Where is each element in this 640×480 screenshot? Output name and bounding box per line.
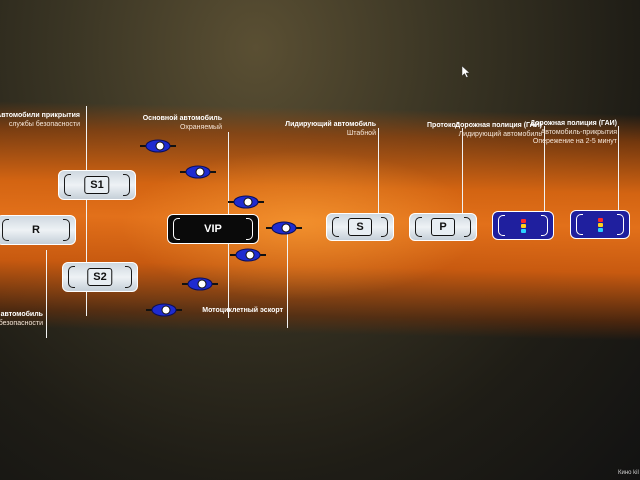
motorcycle-icon [266, 221, 302, 235]
label-protocol-title: Протокол [427, 122, 460, 129]
car-r: R [0, 215, 76, 245]
mouse-cursor-icon [462, 66, 470, 78]
label-cover-subtitle: службы безопасности [8, 121, 80, 128]
motorcycle-icon [140, 139, 176, 153]
label-police-warn-title: Дорожная полиция (ГАИ) [530, 120, 617, 127]
label-police-warn: Дорожная полиция (ГАИ) Автомобиль-прикры… [530, 119, 617, 146]
label-escort-title: Мотоциклетный эскорт [202, 307, 283, 314]
label-main-subtitle: Охраняемый [180, 124, 222, 131]
motorcycle-icon [230, 248, 266, 262]
divider-line-rear [46, 250, 47, 338]
car-s2-label: S2 [87, 268, 113, 286]
divider-line-police-lead [544, 126, 545, 214]
divider-line-escort [287, 232, 288, 328]
car-s1-label: S1 [84, 176, 110, 194]
divider-line-cover [86, 106, 87, 316]
car-police-lead [492, 211, 554, 240]
label-lead-subtitle: Штабной [346, 130, 376, 137]
label-police-lead-title: Дорожная полиция (ГАИ) [455, 122, 542, 129]
car-r-label: R [32, 224, 40, 236]
police-light-icon [516, 218, 530, 233]
car-vip-label: VIP [204, 223, 222, 235]
divider-line-lead [378, 128, 379, 214]
label-cover-title: Автомобили прикрытия [0, 112, 80, 119]
motorcycle-icon [146, 303, 182, 317]
car-s1: S1 [58, 170, 136, 200]
car-p: P [409, 213, 477, 241]
car-s-label: S [348, 218, 372, 236]
label-police-lead: Дорожная полиция (ГАИ) Лидирующий автомо… [455, 121, 542, 139]
label-rear-car: автомобиль безопасности [0, 310, 43, 328]
label-protocol: Протокол [427, 121, 460, 130]
car-s: S [326, 213, 394, 241]
label-rear-subtitle: безопасности [0, 320, 43, 327]
label-main-car: Основной автомобиль Охраняемый [143, 114, 222, 132]
label-police-lead-subtitle: Лидирующий автомобиль [458, 131, 542, 138]
car-vip: VIP [167, 214, 259, 244]
motorcycle-icon [180, 165, 216, 179]
divider-line-police-warn [618, 126, 619, 214]
divider-line-protocol [462, 128, 463, 214]
label-police-warn-subtitle2: Опережение на 2-5 минут [532, 138, 617, 145]
car-p-label: P [431, 218, 455, 236]
corner-text: Кино kil [618, 470, 639, 476]
motorcycle-icon [228, 195, 264, 209]
label-lead-car: Лидирующий автомобиль Штабной [285, 120, 376, 138]
police-light-icon [593, 217, 607, 232]
motorcycle-icon [182, 277, 218, 291]
label-escort: Мотоциклетный эскорт [202, 306, 283, 315]
label-cover-cars: Автомобили прикрытия службы безопасности [0, 111, 80, 129]
car-s2: S2 [62, 262, 138, 292]
label-rear-title: автомобиль [0, 311, 43, 318]
label-lead-title: Лидирующий автомобиль [285, 121, 376, 128]
label-main-title: Основной автомобиль [142, 115, 222, 122]
car-police-warn [570, 210, 630, 239]
label-police-warn-subtitle1: Автомобиль-прикрытия [540, 129, 617, 136]
